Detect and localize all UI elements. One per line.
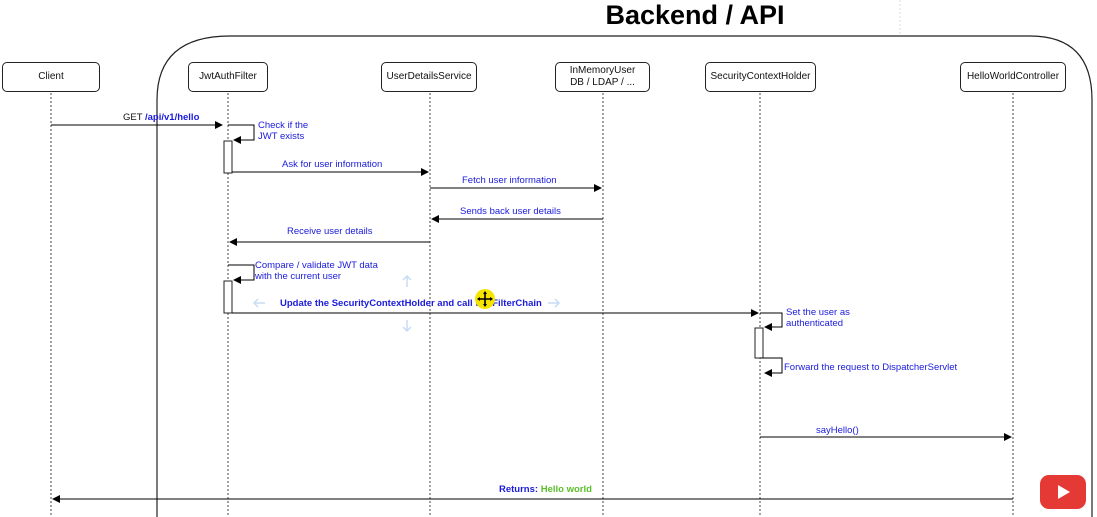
move-cursor-icon: [475, 289, 495, 309]
msg-get-prefix: GET: [123, 112, 145, 123]
note-compare-jwt: Compare / validate JWT data with the cur…: [255, 260, 378, 282]
youtube-play-icon[interactable]: [1040, 475, 1086, 509]
msg-receive-details: Receive user details: [287, 226, 373, 237]
msg-returns-label: Returns:: [499, 484, 539, 495]
participant-security-context-holder: SecurityContextHolder: [705, 62, 816, 92]
msg-say-hello: sayHello(): [816, 425, 859, 436]
diagram-title: Backend / API: [605, 0, 785, 30]
note-check-jwt: Check if the JWT exists: [258, 120, 309, 142]
msg-fetch-user: Fetch user information: [462, 175, 557, 186]
participant-hello-world-controller: HelloWorldController: [960, 62, 1066, 92]
msg-sends-back: Sends back user details: [460, 206, 561, 217]
participant-in-memory-user: InMemoryUser DB / LDAP / ...: [555, 62, 650, 92]
msg-ask-user: Ask for user information: [282, 159, 383, 170]
participant-jwt-auth-filter: JwtAuthFilter: [188, 62, 268, 92]
participant-user-details-service: UserDetailsService: [381, 62, 477, 92]
participant-client: Client: [2, 62, 100, 92]
msg-returns-value: Hello world: [540, 484, 592, 495]
note-set-authenticated: Set the user as authenticated: [786, 307, 850, 329]
backend-boundary: [156, 35, 1093, 517]
msg-get-request: GET /api/v1/hello: [123, 112, 199, 123]
msg-forward-dispatcher: Forward the request to DispatcherServlet: [784, 362, 958, 373]
msg-returns: Returns: Hello world: [499, 484, 592, 495]
msg-update-sch: Update the SecurityContextHolder and cal…: [280, 298, 542, 309]
msg-get-path: /api/v1/hello: [145, 112, 200, 123]
